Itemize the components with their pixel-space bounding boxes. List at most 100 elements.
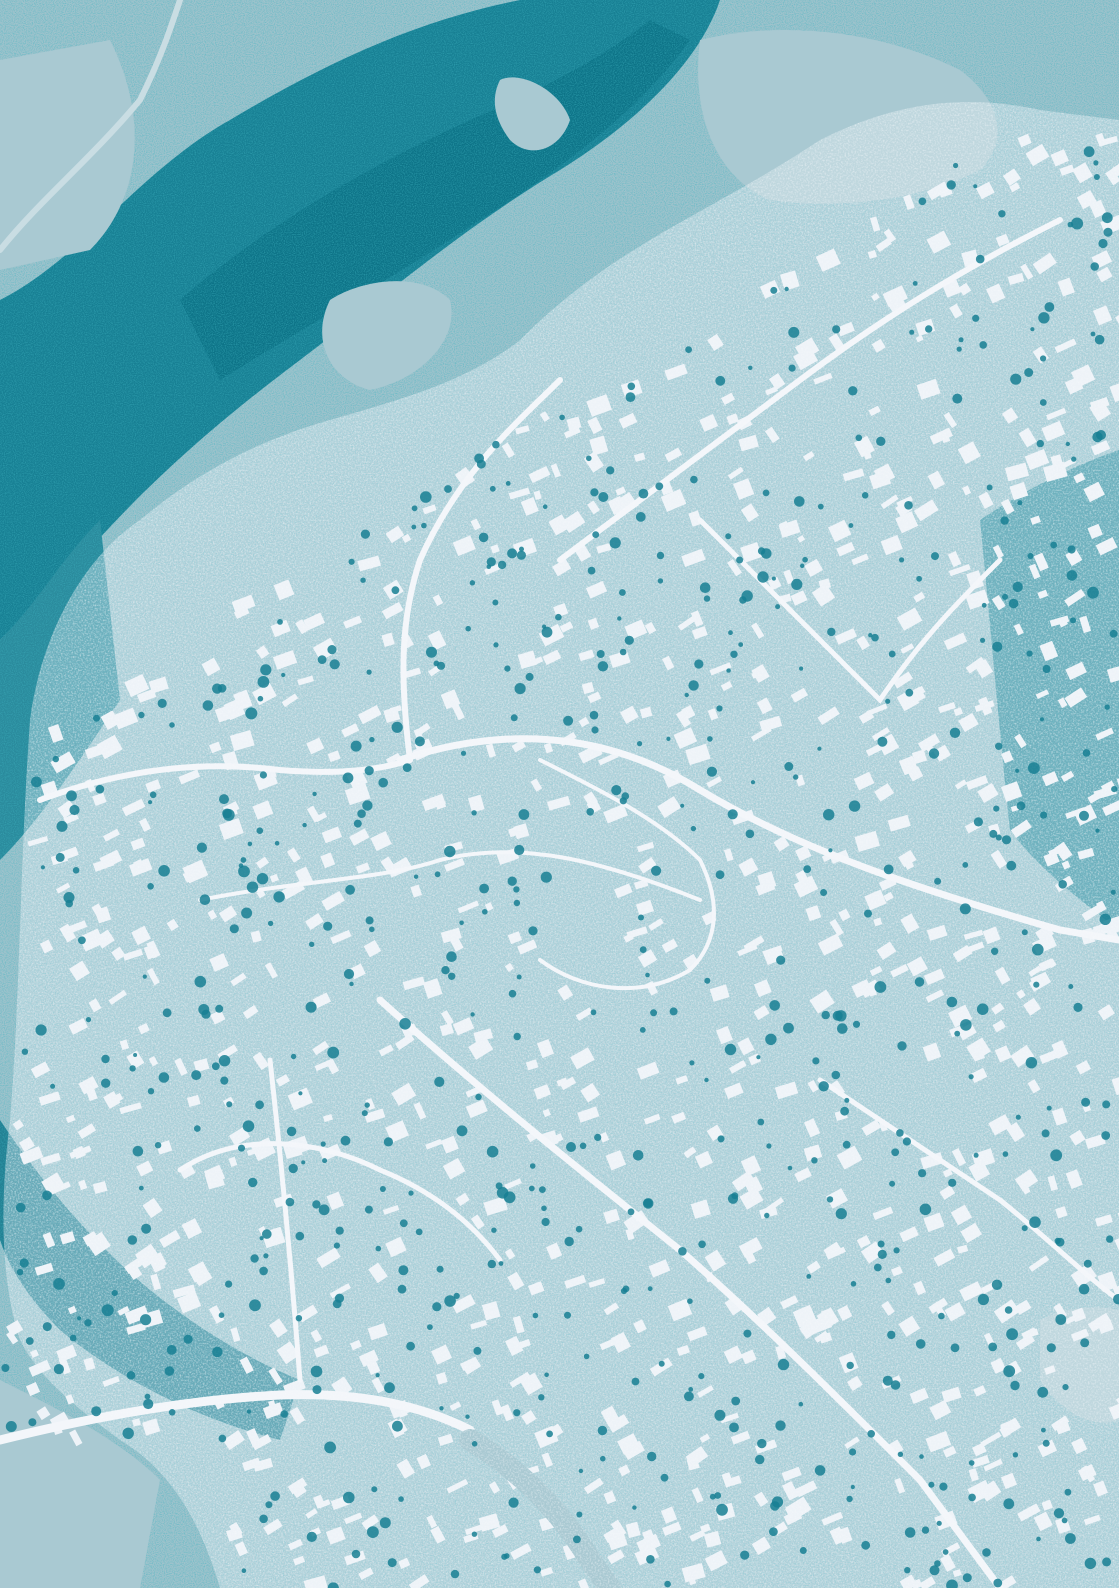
tree [256, 827, 264, 834]
tree [453, 1292, 460, 1299]
tree [267, 920, 274, 927]
tree [800, 563, 805, 568]
tree [1040, 355, 1047, 362]
tree [513, 1032, 521, 1041]
tree [635, 512, 646, 522]
tree [1078, 1283, 1090, 1295]
tree [357, 809, 366, 818]
tree [245, 707, 258, 720]
tree [514, 844, 525, 856]
tree [263, 1253, 269, 1259]
tree [329, 659, 340, 670]
tree [196, 842, 207, 853]
tree [147, 883, 154, 890]
tree [379, 1517, 391, 1529]
tree [327, 645, 337, 655]
tree [212, 1346, 223, 1358]
tree [590, 488, 599, 497]
tree [988, 1342, 998, 1352]
tree [1098, 238, 1108, 249]
tree [1004, 1306, 1013, 1314]
tree [647, 1286, 653, 1292]
tree [147, 1088, 155, 1095]
tree [1006, 860, 1017, 871]
tree [546, 1430, 553, 1438]
tree [827, 627, 836, 637]
tree [1079, 810, 1089, 821]
tree [295, 1231, 305, 1241]
tree [688, 680, 699, 691]
tree [1111, 786, 1118, 793]
tree [918, 1169, 927, 1178]
tree [518, 809, 530, 820]
tree [55, 852, 65, 862]
tree [728, 630, 733, 636]
tree [625, 392, 636, 402]
tree [1032, 943, 1044, 956]
tree [638, 488, 649, 499]
tree [111, 1290, 118, 1297]
tree [501, 1553, 508, 1560]
tree [948, 1178, 957, 1187]
tree [727, 1193, 739, 1204]
tree [848, 800, 861, 812]
tree [771, 1496, 784, 1508]
tree [1, 1364, 10, 1372]
tree [904, 1567, 911, 1574]
tree [775, 1420, 786, 1431]
tree [259, 1266, 268, 1276]
tree [256, 873, 269, 885]
tree [931, 552, 939, 561]
tree [1102, 1100, 1111, 1109]
tree [784, 762, 794, 771]
tree [16, 1268, 24, 1276]
tree [687, 1298, 693, 1304]
tree [1061, 1517, 1068, 1524]
tree [1006, 1328, 1018, 1341]
tree [1044, 302, 1055, 312]
tree [998, 210, 1006, 218]
tree-canopy [1, 146, 1119, 1588]
tree [255, 1100, 264, 1110]
tree [312, 791, 317, 797]
tree [444, 1295, 456, 1307]
tree [814, 1465, 826, 1476]
tree [434, 871, 441, 878]
tree [793, 774, 799, 780]
tree [1021, 1225, 1028, 1232]
tree [1041, 1129, 1050, 1138]
tree [69, 1334, 77, 1342]
tree [757, 1438, 767, 1449]
tree [78, 936, 86, 945]
tree [507, 548, 518, 559]
tree [1024, 368, 1034, 377]
tree [351, 1549, 361, 1559]
tree [976, 1003, 989, 1015]
tree [1084, 1557, 1097, 1570]
tree [459, 920, 464, 926]
tree [1066, 570, 1078, 581]
tree [896, 1129, 904, 1137]
tree [885, 1277, 892, 1284]
tree [755, 1454, 765, 1465]
tree [738, 642, 744, 647]
tree [709, 1493, 716, 1500]
tree [513, 886, 520, 893]
tree [823, 809, 835, 821]
tree [1099, 913, 1112, 925]
tree [353, 819, 362, 828]
tree [855, 434, 863, 442]
building [6, 1330, 19, 1345]
tree [1062, 1384, 1069, 1391]
tree [639, 946, 647, 953]
tree [916, 575, 922, 582]
tree [77, 1316, 82, 1321]
tree [238, 865, 250, 878]
tree [361, 1110, 368, 1117]
tree [817, 503, 824, 510]
tree [725, 533, 732, 540]
tree [611, 785, 622, 796]
tree [399, 1219, 408, 1228]
